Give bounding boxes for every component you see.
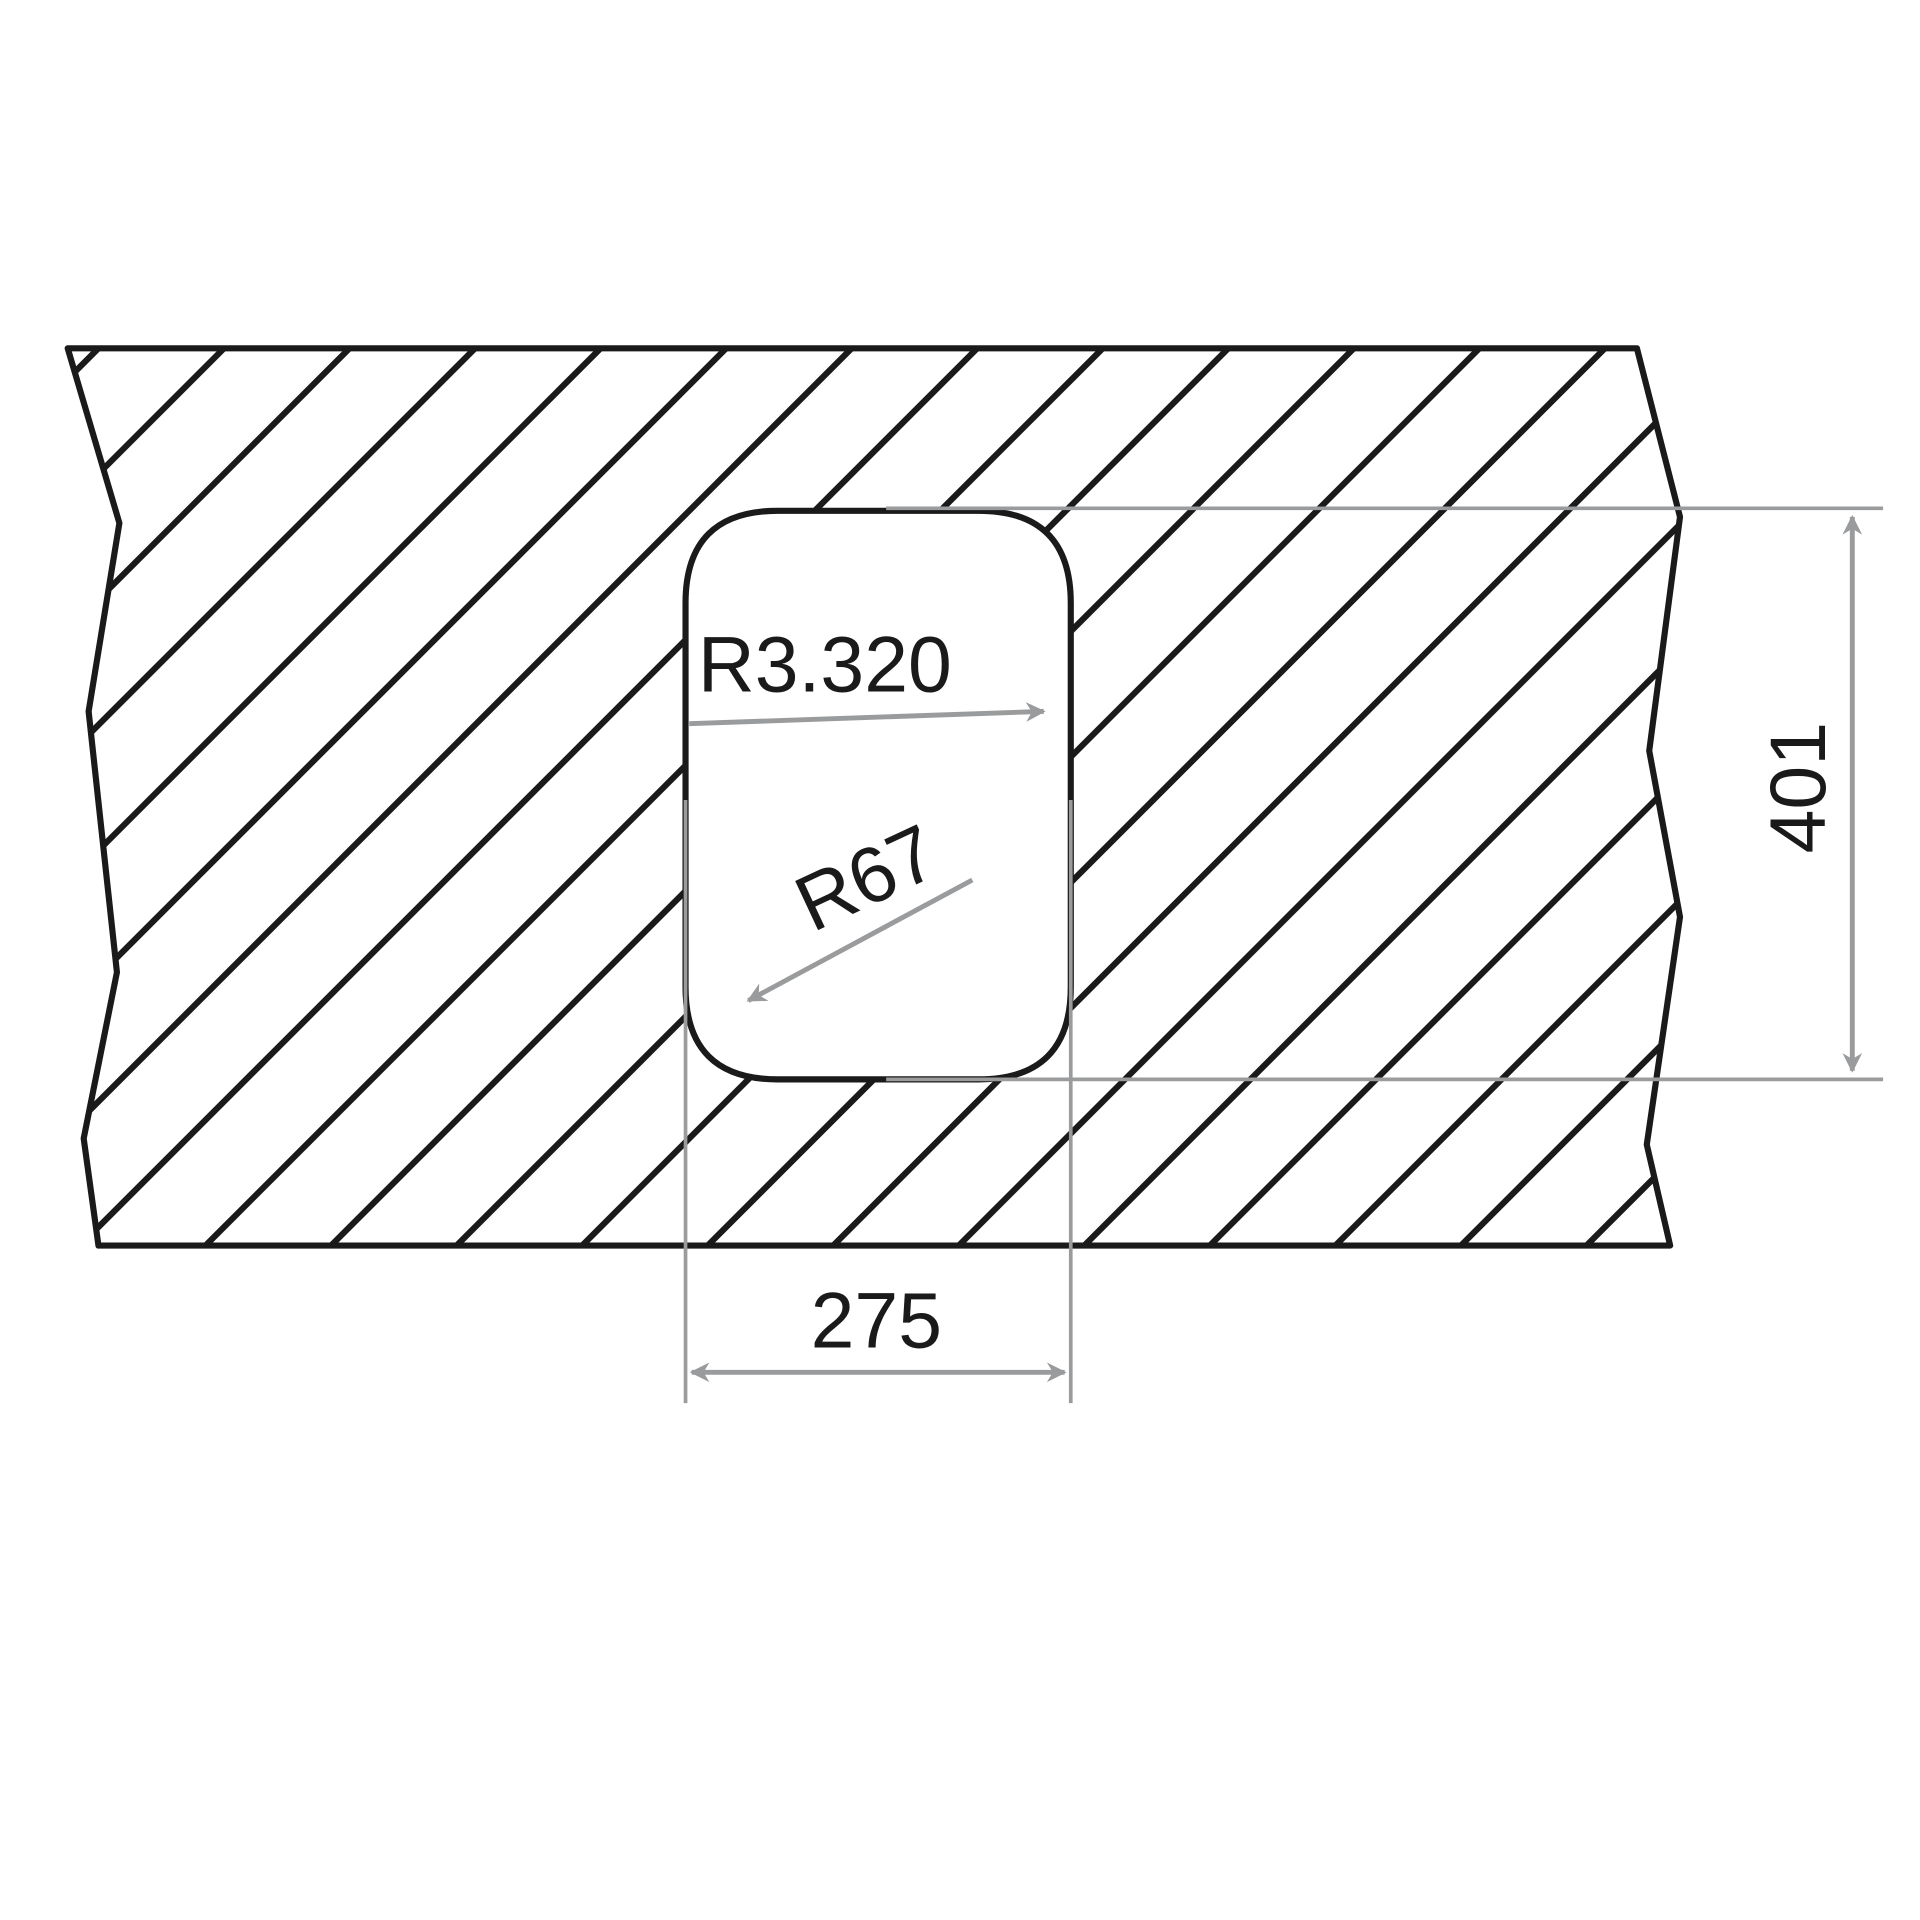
- hatch-line: [67, 348, 580, 1246]
- large-radius-arrow: [689, 702, 1046, 727]
- hatch-line: [722, 348, 1680, 1246]
- hatch-line: [1224, 348, 1680, 1246]
- countertop-outline: [64, 345, 1684, 1249]
- hatch-line: [67, 348, 329, 1246]
- hatch-line: [67, 348, 831, 1246]
- hatch-line: [67, 348, 957, 1246]
- hatch-line: [1350, 348, 1680, 1246]
- hatch-line: [95, 348, 1208, 1246]
- large-radius-label: R3.320: [698, 621, 952, 709]
- hatch-line: [67, 348, 454, 1246]
- extension-lines: [683, 506, 1884, 1404]
- hatch-line: [848, 348, 1680, 1246]
- hatch-line: [67, 348, 705, 1246]
- hatch-line: [597, 348, 1680, 1246]
- corner-radius-arrow: [746, 877, 974, 1003]
- hatch-line: [67, 348, 1082, 1246]
- hatch-line: [67, 348, 78, 1246]
- width-dimension-label: 275: [811, 1277, 942, 1365]
- hatch-line: [973, 348, 1680, 1246]
- sink-cutout-outline: [682, 507, 1074, 1083]
- height-dimension-label: 401: [1754, 722, 1842, 853]
